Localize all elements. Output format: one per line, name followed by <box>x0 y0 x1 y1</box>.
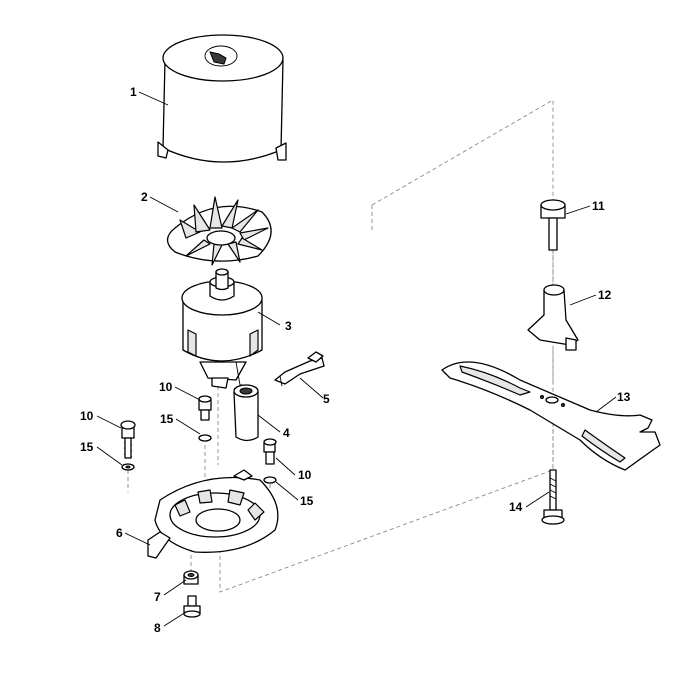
callout-15-left: 15 <box>80 440 94 454</box>
callout-15-right: 15 <box>300 494 314 508</box>
callout-14: 14 <box>509 500 523 514</box>
callout-15-center: 15 <box>160 412 174 426</box>
blade-bolt <box>541 469 565 525</box>
cutter-blade <box>441 361 661 471</box>
callout-6: 6 <box>116 526 123 540</box>
callout-2: 2 <box>141 190 148 204</box>
capacitor <box>233 384 259 442</box>
bolt <box>183 595 201 618</box>
blade-adapter <box>527 284 579 351</box>
callout-11: 11 <box>592 199 605 213</box>
screw-10-left <box>120 420 136 459</box>
callout-10-left: 10 <box>80 409 94 423</box>
screw-10-center <box>198 395 212 421</box>
motor-cover <box>157 34 287 163</box>
callout-10-center: 10 <box>159 380 173 394</box>
terminal-clip <box>274 351 325 387</box>
motor <box>181 268 263 389</box>
callout-10-right: 10 <box>298 468 312 482</box>
washer-15-right <box>263 476 277 484</box>
washer-15-left-hole <box>125 465 131 469</box>
washer-15-center <box>198 434 212 442</box>
motor-mounting-plate <box>147 469 279 559</box>
callout-4: 4 <box>283 426 290 440</box>
cooling-fan <box>166 196 272 266</box>
callout-1: 1 <box>130 85 137 99</box>
leader-lines <box>96 91 617 627</box>
callout-7: 7 <box>154 590 161 604</box>
callout-13: 13 <box>617 390 631 404</box>
callout-3: 3 <box>285 319 292 333</box>
callout-5: 5 <box>323 392 330 406</box>
callout-8: 8 <box>154 621 161 635</box>
screw-10-right <box>263 438 277 465</box>
callout-12: 12 <box>598 288 612 302</box>
blade-pin <box>540 199 566 251</box>
hex-nut <box>183 570 199 585</box>
